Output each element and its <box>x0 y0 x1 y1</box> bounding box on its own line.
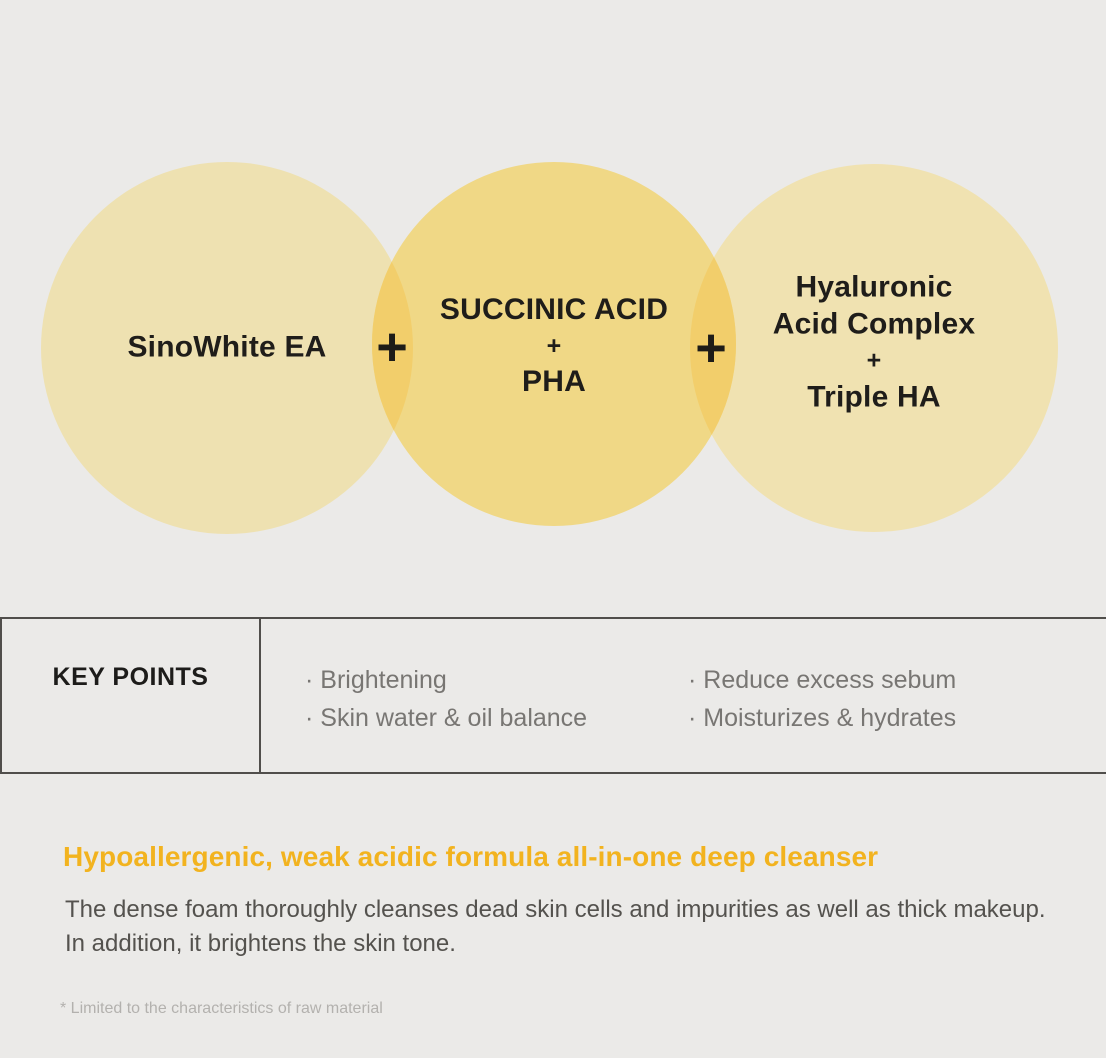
circle-label-line: SUCCINIC ACID <box>439 293 669 326</box>
plus-in-label: + <box>546 332 562 360</box>
key-point-item: · Moisturizes & hydrates <box>688 704 957 732</box>
product-headline: Hypoallergenic, weak acidic formula all-… <box>63 841 879 872</box>
key-points-title: KEY POINTS <box>52 663 209 691</box>
footnote: * Limited to the characteristics of raw … <box>60 1000 383 1017</box>
circle-label-line: SinoWhite EA <box>127 330 327 364</box>
product-description: The dense foam thoroughly cleanses dead … <box>65 893 1046 961</box>
key-points-label-cell: KEY POINTS <box>2 619 261 772</box>
key-point-item: · Reduce excess sebum <box>688 666 957 694</box>
key-point-item: · Brightening <box>305 666 447 694</box>
key-points-section: KEY POINTS · Brightening · Skin water & … <box>0 617 1106 774</box>
circle-label-line: PHA <box>522 365 586 398</box>
circle-label-sinowhite: SinoWhite EA <box>127 329 326 366</box>
description-line: The dense foam thoroughly cleanses dead … <box>65 896 1046 923</box>
circle-label-line: Hyaluronic <box>795 270 953 304</box>
key-points-column-2: · Reduce excess sebum · Moisturizes & hy… <box>688 661 956 737</box>
circle-label-hyaluronic: Hyaluronic Acid Complex + Triple HA <box>773 269 975 416</box>
plus-in-label: + <box>866 346 882 375</box>
circle-label-line: Acid Complex <box>772 307 976 341</box>
plus-separator-left: + <box>376 316 408 377</box>
venn-circle-right <box>690 164 1058 532</box>
key-points-column-1: · Brightening · Skin water & oil balance <box>305 661 587 737</box>
venn-diagram <box>41 162 1058 534</box>
key-point-item: · Skin water & oil balance <box>305 704 588 732</box>
venn-circle-middle <box>372 162 736 526</box>
description-line: In addition, it brightens the skin tone. <box>65 930 456 957</box>
plus-separator-right: + <box>695 317 727 378</box>
circle-label-line: Triple HA <box>807 380 941 414</box>
venn-circle-left <box>41 162 413 534</box>
circle-label-succinic-acid: SUCCINIC ACID + PHA <box>440 292 668 400</box>
